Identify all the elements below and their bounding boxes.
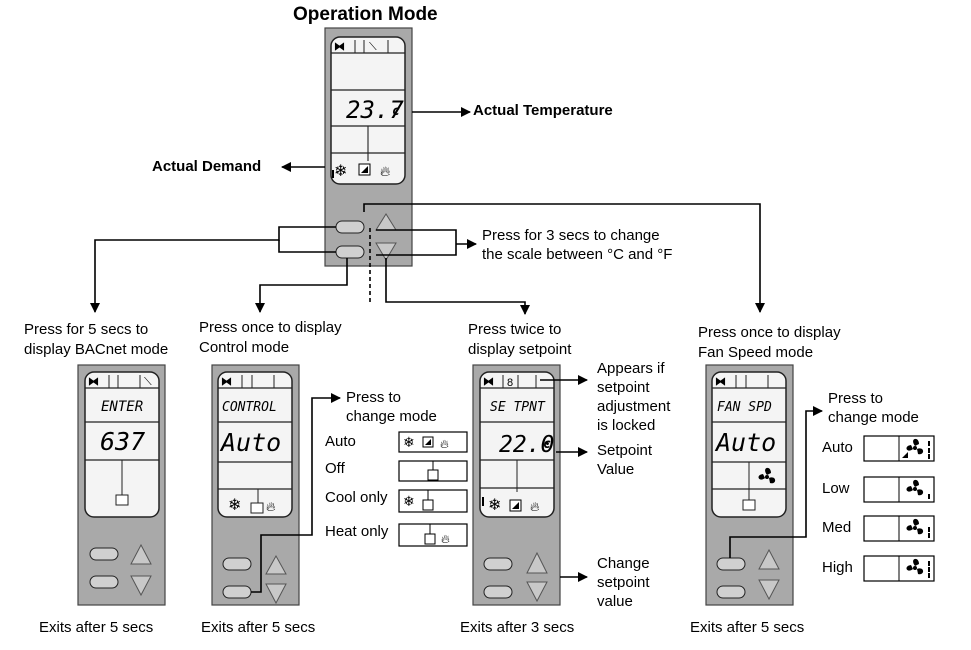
down-arrow-button[interactable] — [130, 575, 152, 597]
svg-text:🔥︎: 🔥︎ — [440, 437, 449, 451]
fan-demand-icon — [361, 166, 368, 173]
setpoint-lcd-unit: c — [543, 437, 551, 452]
fan-button[interactable] — [335, 220, 365, 234]
svg-text:⧓: ⧓ — [221, 376, 232, 388]
temperature-display: 23.7 — [346, 96, 404, 124]
up-arrow-button[interactable] — [758, 548, 780, 570]
svg-text:❄: ❄ — [228, 497, 241, 514]
connectors — [90, 107, 823, 593]
setpoint-lcd-line1: SE TPNT — [490, 400, 545, 415]
up-arrow-button[interactable] — [265, 554, 287, 575]
exit-fanspeed: Exits after 5 secs — [690, 619, 805, 636]
svg-text:🔥︎: 🔥︎ — [441, 532, 450, 546]
fanspeed-lcd-line2: Auto — [716, 428, 777, 457]
mode-button[interactable] — [222, 585, 252, 599]
fan-button[interactable] — [89, 547, 119, 561]
fan-button[interactable] — [483, 557, 513, 571]
mode-button[interactable] — [716, 585, 746, 599]
setpoint-change-2: setpoint — [597, 574, 650, 591]
setpoint-value-2: Value — [597, 461, 635, 478]
label-actual-temperature: Actual Temperature — [473, 102, 613, 119]
mode-button[interactable] — [89, 575, 119, 589]
svg-text:⧓: ⧓ — [88, 376, 99, 388]
link-icon: ⧓ — [334, 41, 345, 53]
svg-text:⟍: ⟍ — [144, 376, 152, 388]
setpoint-panel: ⧓ 8 ❄ 🔥︎ — [472, 364, 561, 606]
control-press-label-2: change mode — [346, 408, 437, 425]
caption-setpoint-1: Press twice to — [468, 321, 562, 338]
caption-bacnet-1: Press for 5 secs to — [24, 321, 149, 338]
caption-fanspeed-2: Fan Speed mode — [698, 344, 814, 361]
svg-text:🔥︎: 🔥︎ — [266, 499, 276, 514]
label-scale-change-1: Press for 3 secs to change — [482, 227, 660, 244]
control-option-cool: Cool only — [325, 489, 388, 506]
mode-button[interactable] — [483, 585, 513, 599]
setpoint-locked-2: setpoint — [597, 379, 650, 396]
main-thermostat: ⧓ ⟍ ❄ 🔥︎ — [324, 27, 413, 267]
fanspeed-lcd-line1: FAN SPD — [717, 400, 772, 415]
control-lcd-line2: Auto — [221, 428, 282, 457]
fan-mode-boxes — [863, 435, 935, 582]
setpoint-locked-4: is locked — [597, 417, 656, 434]
label-actual-demand: Actual Demand — [152, 158, 262, 175]
snowflake-icon: ❄ — [334, 163, 347, 180]
page-title: Operation Mode — [293, 4, 438, 25]
caption-bacnet-2: display BACnet mode — [24, 341, 169, 358]
svg-text:🔥︎: 🔥︎ — [530, 499, 540, 514]
lock-icon: 8 — [507, 377, 513, 389]
control-option-heat: Heat only — [325, 523, 389, 540]
up-arrow-button[interactable] — [526, 551, 548, 574]
setpoint-locked-1: Appears if — [597, 360, 665, 377]
setpoint-locked-3: adjustment — [597, 398, 671, 415]
down-arrow-button[interactable] — [526, 581, 548, 603]
caption-control-2: Control mode — [199, 339, 290, 356]
down-arrow-button[interactable] — [375, 242, 397, 261]
svg-text:❄: ❄ — [488, 497, 501, 514]
temperature-unit: c — [392, 104, 400, 119]
bacnet-lcd-line1: ENTER — [101, 399, 144, 415]
fan-option-med: Med — [822, 519, 852, 536]
setpoint-change-1: Change — [597, 555, 650, 572]
fan-option-auto: Auto — [822, 439, 853, 456]
up-arrow-button[interactable] — [130, 543, 152, 565]
control-mode-boxes: ❄ 🔥︎ ❄ 🔥︎ — [398, 431, 468, 547]
fan-button[interactable] — [716, 557, 746, 571]
control-panel: ⧓ ❄ 🔥︎ — [211, 364, 300, 606]
setpoint-lcd-line2: 22.0 — [499, 432, 555, 458]
label-scale-change-2: the scale between °C and °F — [482, 246, 673, 263]
setpoint-value-1: Setpoint — [597, 442, 653, 459]
exit-setpoint: Exits after 3 secs — [460, 619, 575, 636]
fan-button[interactable] — [222, 557, 252, 571]
fanspeed-panel: ⧓ — [705, 364, 794, 606]
control-option-auto: Auto — [325, 433, 356, 450]
bacnet-panel: ⧓ ⟍ — [77, 364, 166, 606]
svg-text:❄: ❄ — [403, 493, 415, 509]
svg-text:❄: ❄ — [403, 434, 415, 450]
fan-option-low: Low — [822, 480, 850, 497]
caption-fanspeed-1: Press once to display — [698, 324, 841, 341]
caption-control-1: Press once to display — [199, 319, 342, 336]
svg-text:⧓: ⧓ — [715, 376, 726, 388]
bacnet-lcd-line2: 637 — [100, 427, 146, 456]
wrench-icon: ⟍ — [369, 41, 377, 53]
fan-press-label-2: change mode — [828, 409, 919, 426]
fan-icon — [758, 467, 776, 484]
control-press-label-1: Press to — [346, 389, 402, 406]
svg-text:⧓: ⧓ — [483, 376, 494, 388]
down-arrow-button[interactable] — [265, 583, 287, 605]
exit-bacnet: Exits after 5 secs — [39, 619, 154, 636]
fan-press-label-1: Press to — [828, 390, 884, 407]
flame-icon: 🔥︎ — [380, 163, 390, 179]
mode-button[interactable] — [335, 245, 365, 259]
fan-option-high: High — [822, 559, 853, 576]
control-option-off: Off — [325, 460, 345, 477]
down-arrow-button[interactable] — [758, 579, 780, 601]
caption-setpoint-2: display setpoint — [468, 341, 572, 358]
control-lcd-line1: CONTROL — [222, 400, 277, 415]
setpoint-change-3: value — [597, 593, 633, 610]
exit-control: Exits after 5 secs — [201, 619, 316, 636]
